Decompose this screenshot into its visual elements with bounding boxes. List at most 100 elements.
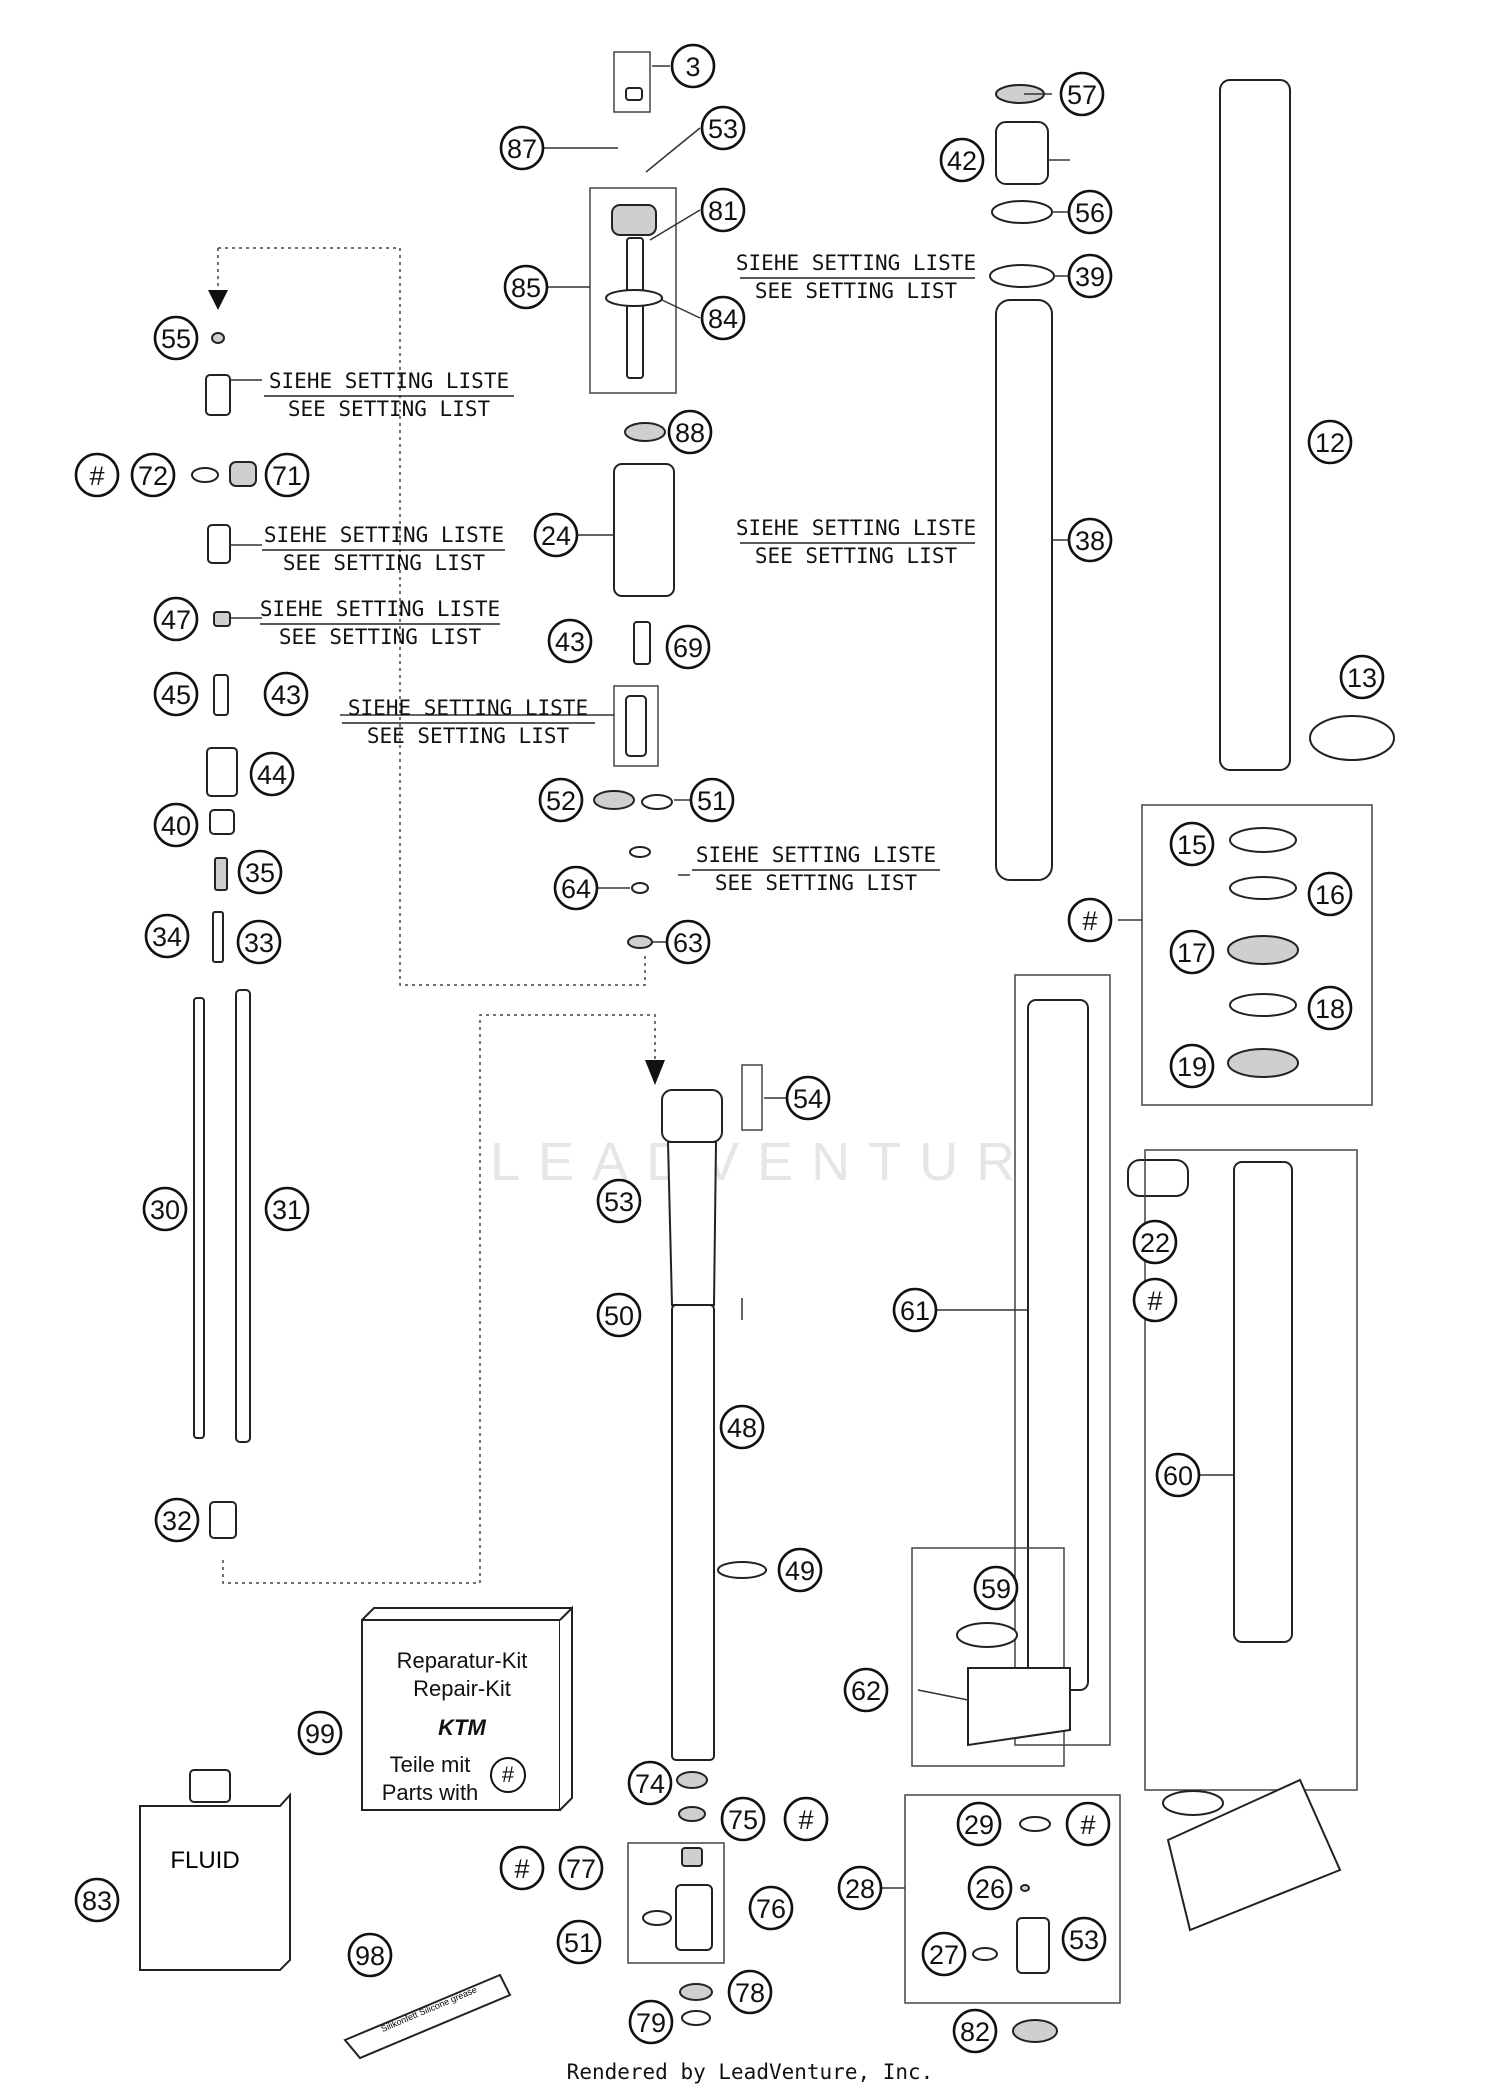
svg-text:51: 51 (697, 786, 727, 816)
callout-51: 51 (689, 777, 735, 823)
svg-text:50: 50 (604, 1301, 634, 1331)
callout-74: 74 (627, 1760, 673, 1806)
callout-76: 76 (748, 1885, 794, 1931)
repair-kit-mark: # (502, 1762, 515, 1787)
setting-note-6: SIEHE SETTING LISTE SEE SETTING LIST (342, 696, 595, 748)
callout-63: 63 (665, 919, 711, 965)
svg-text:35: 35 (245, 858, 275, 888)
callout-12: 12 (1307, 419, 1353, 465)
callout-50: 50 (596, 1292, 642, 1338)
callout-52: 52 (538, 777, 584, 823)
part-60-oring (1162, 1790, 1224, 1816)
part-31-tube (235, 989, 251, 1443)
callout-hash-22: # (1132, 1277, 1178, 1323)
callout-13: 13 (1339, 654, 1385, 700)
svg-text:61: 61 (900, 1296, 930, 1326)
box-part-62 (911, 1547, 1065, 1767)
svg-text:16: 16 (1315, 880, 1345, 910)
callout-78: 78 (727, 1969, 773, 2015)
svg-text:53: 53 (1069, 1925, 1099, 1955)
part-79-oring (681, 2010, 711, 2026)
svg-text:#: # (798, 1805, 813, 1835)
svg-text:72: 72 (138, 461, 168, 491)
part-78-seal (679, 1983, 713, 2001)
part-42-spring-preload (995, 121, 1049, 185)
svg-text:82: 82 (960, 2017, 990, 2047)
part-44-spring (206, 747, 238, 797)
repair-kit-title-de: Reparatur-Kit (397, 1648, 528, 1673)
part-19-dust-seal (1227, 1048, 1299, 1078)
part-shim-stack-middle (207, 524, 231, 564)
box-seal-kit (1141, 804, 1373, 1106)
svg-text:19: 19 (1177, 1052, 1207, 1082)
part-61-inner-tube (1027, 999, 1089, 1691)
svg-text:22: 22 (1140, 1228, 1170, 1258)
part-85-cap (611, 204, 657, 236)
callout-18: 18 (1307, 985, 1353, 1031)
svg-text:38: 38 (1075, 526, 1105, 556)
part-71-piston (229, 461, 257, 487)
setting-note-3-en: SEE SETTING LIST (755, 544, 958, 568)
part-63-nut (627, 935, 653, 949)
svg-text:#: # (514, 1854, 529, 1884)
svg-text:59: 59 (981, 1574, 1011, 1604)
svg-text:32: 32 (162, 1506, 192, 1536)
callout-19: 19 (1169, 1043, 1215, 1089)
callout-28: 28 (837, 1865, 883, 1911)
svg-text:15: 15 (1177, 830, 1207, 860)
callout-72: 72 (130, 452, 176, 498)
svg-text:55: 55 (161, 324, 191, 354)
box-part-61 (1014, 974, 1111, 1746)
callout-39: 39 (1067, 253, 1113, 299)
callout-82: 82 (952, 2008, 998, 2054)
callout-35: 35 (237, 849, 283, 895)
svg-text:29: 29 (964, 1810, 994, 1840)
svg-text:52: 52 (546, 786, 576, 816)
svg-text:53: 53 (604, 1187, 634, 1217)
box-shim-stack-lower (613, 685, 659, 767)
watermark: LEADVENTURE (490, 1132, 1087, 1192)
setting-note-6-en: SEE SETTING LIST (367, 724, 570, 748)
svg-text:#: # (1080, 1810, 1095, 1840)
footer-credit: Rendered by LeadVenture, Inc. (566, 2060, 934, 2084)
part-26-ball (1020, 1884, 1030, 1892)
part-88-seal (624, 422, 666, 442)
callout-3: 3 (670, 43, 716, 89)
box-part-54 (741, 1064, 763, 1131)
svg-text:64: 64 (561, 874, 591, 904)
part-24-cartridge-sleeve (613, 463, 675, 597)
part-48-cartridge-tube (671, 1304, 715, 1761)
callout-29: 29 (956, 1801, 1002, 1847)
svg-text:76: 76 (756, 1894, 786, 1924)
callout-24: 24 (533, 512, 579, 558)
callout-71: 71 (264, 452, 310, 498)
part-13-protector-ring (1309, 715, 1395, 761)
svg-text:27: 27 (929, 1940, 959, 1970)
callout-84: 84 (700, 295, 746, 341)
svg-text:99: 99 (305, 1719, 335, 1749)
callout-48: 48 (719, 1404, 765, 1450)
callout-85: 85 (503, 264, 549, 310)
svg-text:60: 60 (1163, 1461, 1193, 1491)
svg-text:28: 28 (845, 1874, 875, 1904)
svg-text:34: 34 (152, 922, 182, 952)
callout-51b: 51 (556, 1919, 602, 1965)
callout-hash-seal-kit: # (1067, 897, 1113, 943)
part-shim-stack-lower (625, 695, 647, 757)
setting-note-1-de: SIEHE SETTING LISTE (736, 251, 976, 275)
svg-text:79: 79 (636, 2008, 666, 2038)
part-33-needle (212, 911, 224, 963)
callout-60: 60 (1155, 1452, 1201, 1498)
part-77-bushing (681, 1847, 703, 1867)
svg-text:88: 88 (675, 418, 705, 448)
svg-text:12: 12 (1315, 428, 1345, 458)
svg-text:45: 45 (161, 680, 191, 710)
callout-31: 31 (264, 1186, 310, 1232)
svg-text:24: 24 (541, 521, 571, 551)
fluid-label: FLUID (170, 1847, 239, 1874)
svg-text:#: # (1082, 906, 1097, 936)
svg-text:51: 51 (564, 1928, 594, 1958)
svg-text:83: 83 (82, 1886, 112, 1916)
setting-note-4: SIEHE SETTING LISTE SEE SETTING LIST (262, 523, 505, 575)
